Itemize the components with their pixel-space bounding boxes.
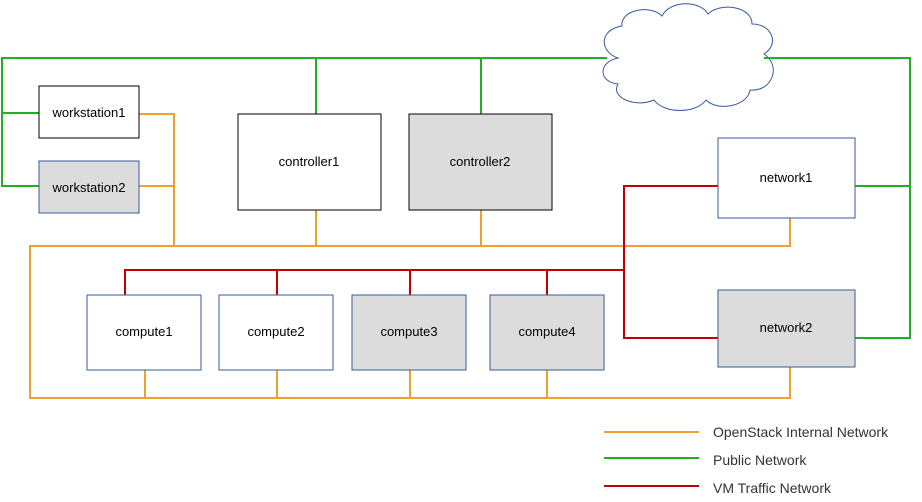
public-network-links bbox=[764, 57, 911, 339]
node-compute4[interactable]: compute4 bbox=[489, 294, 605, 371]
node-network2[interactable]: network2 bbox=[717, 289, 856, 368]
node-label: compute3 bbox=[380, 324, 437, 339]
vm-compute-bus bbox=[124, 269, 625, 296]
internal-workstation-riser bbox=[138, 113, 175, 247]
node-controller1[interactable]: controller1 bbox=[237, 113, 382, 211]
public-backbone bbox=[1, 57, 607, 187]
node-label: network1 bbox=[760, 170, 813, 185]
legend-label-internal: OpenStack Internal Network bbox=[713, 424, 889, 440]
vm-traffic-network-wires bbox=[124, 185, 719, 339]
node-label: compute1 bbox=[115, 324, 172, 339]
node-label: compute2 bbox=[247, 324, 304, 339]
legend: OpenStack Internal Network Public Networ… bbox=[604, 424, 889, 496]
internal-network-wires bbox=[29, 113, 791, 399]
legend-item-public: Public Network bbox=[604, 452, 807, 468]
vm-network-trunk bbox=[623, 185, 719, 339]
node-workstation1[interactable]: workstation1 bbox=[38, 85, 140, 139]
node-controller2[interactable]: controller2 bbox=[408, 113, 553, 211]
internal-backbone bbox=[29, 217, 791, 399]
cloud-icon bbox=[602, 3, 774, 111]
legend-label-public: Public Network bbox=[713, 452, 807, 468]
node-compute3[interactable]: compute3 bbox=[351, 294, 467, 371]
node-label: network2 bbox=[760, 320, 813, 335]
node-workstation2[interactable]: workstation2 bbox=[38, 160, 140, 214]
node-label: controller2 bbox=[450, 154, 511, 169]
node-label: compute4 bbox=[518, 324, 575, 339]
node-label: controller1 bbox=[279, 154, 340, 169]
legend-label-vm-traffic: VM Traffic Network bbox=[713, 480, 832, 496]
node-compute1[interactable]: compute1 bbox=[86, 294, 202, 371]
cloud-shape bbox=[602, 3, 774, 111]
legend-item-internal: OpenStack Internal Network bbox=[604, 424, 889, 440]
public-network-wires bbox=[1, 57, 911, 339]
node-network1[interactable]: network1 bbox=[717, 137, 856, 219]
node-compute2[interactable]: compute2 bbox=[218, 294, 334, 371]
node-label: workstation2 bbox=[52, 180, 126, 195]
legend-item-vm-traffic: VM Traffic Network bbox=[604, 480, 832, 496]
node-label: workstation1 bbox=[52, 105, 126, 120]
